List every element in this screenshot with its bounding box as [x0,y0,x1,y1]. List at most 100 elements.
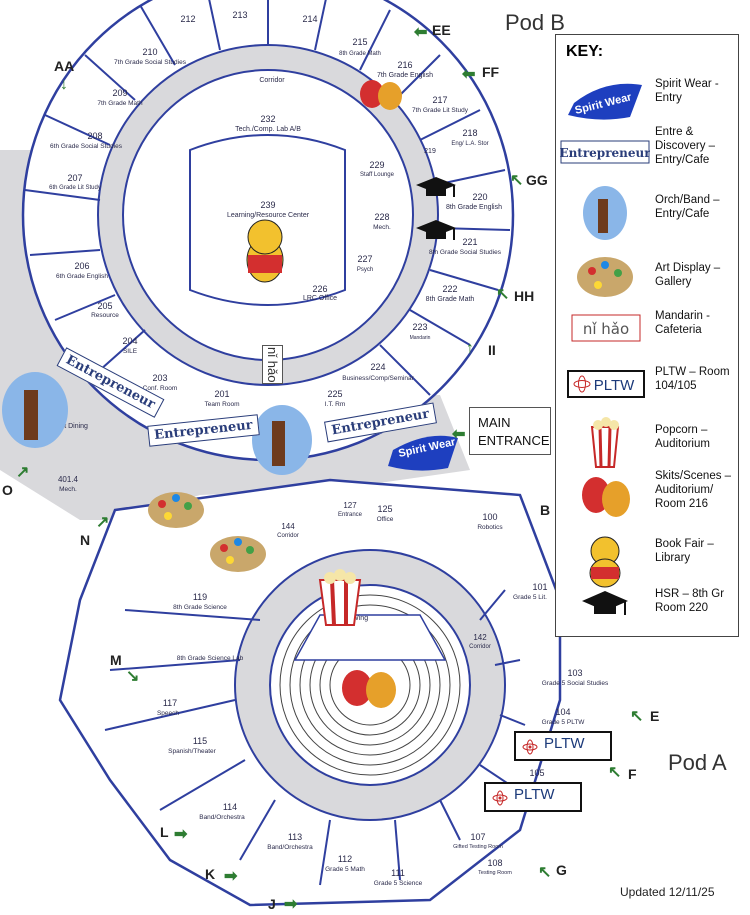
room-101-label: 101 [532,582,547,592]
art-palette-icon [577,257,633,297]
room-216-label: 216 [397,60,412,70]
room-220-label: 220 [472,192,487,202]
room-112-label: 112 [338,854,352,864]
theater-masks-icon [360,80,402,110]
map-key: KEY: Spirit Wear Spirit Wear - Entry Ent… [555,34,739,637]
room-204-label: 204 [122,336,137,346]
key-label: Skits/Scenes – Auditorium/ Room 216 [655,470,732,510]
door-hh: HH [514,288,535,304]
pltw-label: PLTW [514,786,555,803]
main-entrance-line1: MAIN [478,415,511,430]
key-label: Book Fair – Library [655,538,714,564]
stage [293,614,447,661]
room-222-name: 8th Grade Math [426,296,475,303]
pod-b-label: Pod B [505,10,565,35]
key-item-mandarin: nǐ hǎo Mandarin - Cafeteria [556,303,740,363]
room-213-label: 213 [232,10,247,20]
arrow-icon: ⬅ [414,24,428,41]
key-label: Entre & Discovery – Entry/Cafe [655,126,716,166]
room-229-label: 229 [369,160,384,170]
book-fair-bee-icon [589,536,621,588]
pltw-label: PLTW [544,735,585,752]
room-216-name: 7th Grade English [377,72,433,79]
arrow-icon: ↖ [608,764,622,781]
door-l: L [160,824,169,840]
room-205-label: 205 [97,301,112,311]
spirit-wear-icon: Spirit Wear [568,83,642,120]
arrow-icon: ↗ [16,464,30,481]
room-111-name: Grade 5 Science [374,880,423,887]
room-205-name: Resource [91,312,119,319]
room-215-name: 8th Grade Math [339,51,381,57]
svg-text:nǐ hǎo: nǐ hǎo [583,320,629,338]
room-214-label: 214 [302,14,317,24]
key-item-hsr: HSR – 8th Gr Room 220 [556,581,740,641]
door-ii: II [488,342,496,358]
pltw-icon: PLTW [567,370,645,398]
room-127-name: Entrance [338,512,363,518]
key-item-book-fair: Book Fair – Library [556,533,740,593]
room-206-label: 206 [74,261,89,271]
room-401-name: Student Dining [42,423,88,430]
door-f: F [628,766,637,782]
key-label: Spirit Wear - Entry [655,78,719,104]
key-title: KEY: [566,43,604,60]
room-107-label: 107 [470,832,485,842]
room-117-label: 117 [163,698,177,708]
room-232-name: Tech./Comp. Lab A/B [235,126,301,133]
room-212-label: 212 [180,14,195,24]
room-100-label: 100 [482,512,497,522]
key-item-orchestra-band: Orch/Band – Entry/Cafe [556,185,740,245]
key-label: PLTW – Room 104/105 [655,366,730,392]
room-118-name: 8th Grade Science Lab [177,655,244,662]
room-224-name: Business/Comp/Seminar [342,375,414,382]
door-j: J [268,896,276,912]
room-227-label: 227 [357,254,372,264]
arrow-icon: ↖ [496,286,510,303]
room-144-name: Corridor [277,533,299,539]
pod-b-room-labels: 212 213 214 215 8th Grade Math 216 7th G… [49,10,502,408]
key-label: Art Display – Gallery [655,262,721,288]
room-225-label: 225 [327,389,342,399]
room-100-name: Robotics [477,524,503,531]
room-208-label: 208 [87,131,102,141]
room-220-name: 8th Grade English [446,204,502,211]
key-label: Orch/Band – Entry/Cafe [655,194,720,220]
room-210-name: 7th Grade Social Studies [114,59,187,66]
key-label: Popcorn – Auditorium [655,424,710,450]
room-232-label: 232 [260,114,275,124]
arrow-icon: ➡ [174,826,188,843]
room-221-label: 221 [462,237,477,247]
room-203-label: 203 [152,373,167,383]
room-242-label: Corridor [259,77,285,84]
room-142-name: Corridor [469,644,491,650]
updated-date: Updated 12/11/25 [620,885,715,899]
door-k: K [205,866,216,882]
main-entrance-line2: ENTRANCE [478,433,550,448]
pod-a-label: Pod A [668,750,727,775]
room-108-name: Testing Room [478,870,512,876]
atom-icon [522,739,538,755]
arrow-icon: ↑ [466,340,474,357]
room-113-name: Band/Orchestra [267,844,313,851]
door-e: E [650,708,660,724]
room-112-name: Grade 5 Math [325,866,365,873]
room-229-name: Staff Lounge [360,172,395,178]
room-204-name: SILE [123,348,138,355]
key-label: HSR – 8th Gr Room 220 [655,588,725,614]
arrow-icon: ↖ [630,708,644,725]
room-227-name: Psych [357,267,373,273]
room-210-label: 210 [142,47,157,57]
svg-text:Entrepreneur: Entrepreneur [560,146,650,160]
room-114-name: Band/Orchestra [199,814,245,821]
door-ee: EE [432,22,451,38]
graduation-cap-icon [416,177,456,197]
room-115-label: 115 [193,736,207,746]
room-203-name: Conf. Room [143,385,178,392]
room-113-label: 113 [288,832,302,842]
door-m: M [110,652,122,668]
mandarin-badge: nǐ hǎo [262,345,283,385]
key-item-skits-scenes: Skits/Scenes – Auditorium/ Room 216 [556,469,740,529]
orchestra-band-icon [583,186,627,240]
